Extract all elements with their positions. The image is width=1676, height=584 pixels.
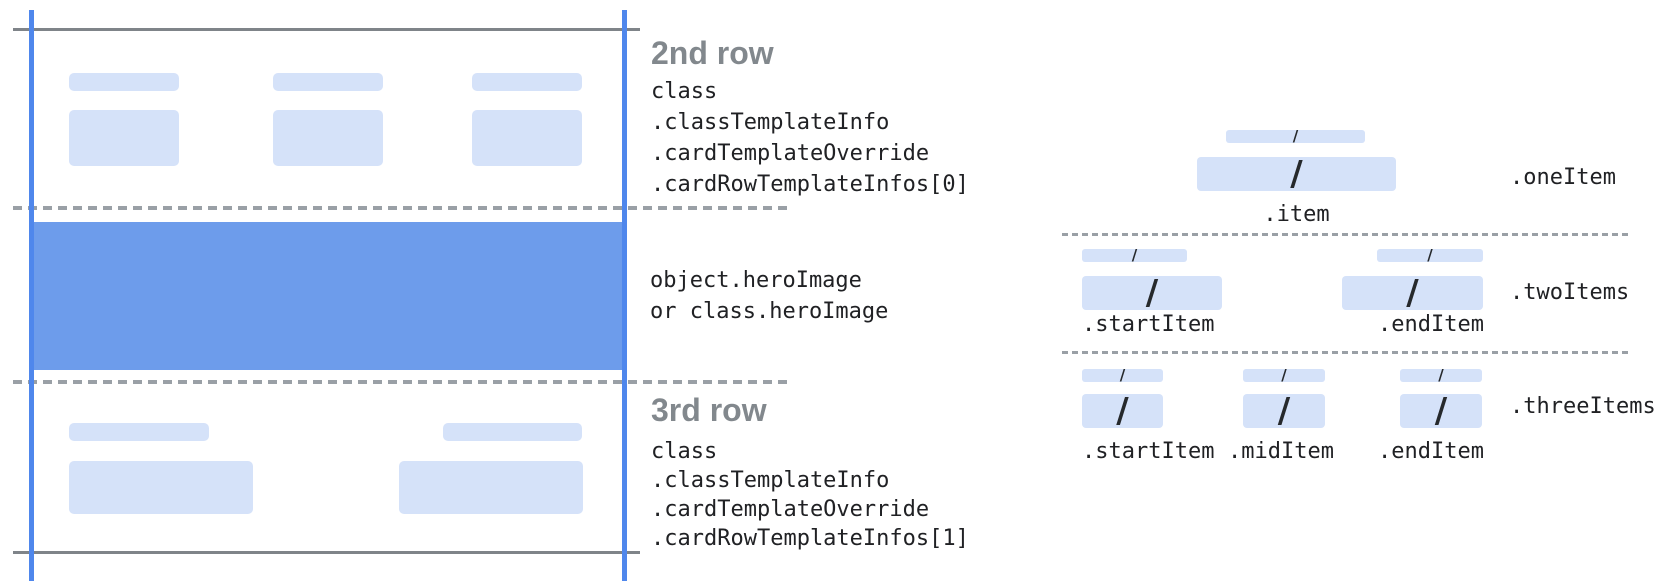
code-line: class (651, 439, 718, 464)
code-line: class (651, 79, 718, 104)
one-item-label-bar: / (1226, 127, 1365, 145)
third-row-end-value-placeholder (399, 461, 583, 514)
right-panel-divider-bottom (1062, 351, 1628, 354)
code-line: .cardTemplateOverride (651, 141, 930, 166)
two-items-end-label-bar: / (1377, 246, 1483, 264)
row-divider-dashed-top (13, 206, 790, 210)
code-line: .classTemplateInfo (651, 110, 890, 135)
slash-placeholder-icon: / (1438, 366, 1444, 384)
three-items-row-label: .threeItems (1510, 394, 1656, 419)
slash-placeholder-icon: / (1281, 366, 1287, 384)
slash-placeholder-icon: / (1116, 391, 1129, 431)
three-items-start-value-bar: / (1082, 394, 1163, 428)
code-line: or class.heroImage (650, 299, 889, 324)
two-items-start-label-bar: / (1082, 246, 1187, 264)
one-item-value-bar: / (1197, 157, 1396, 191)
card-right-edge-guide-line (622, 10, 627, 581)
slash-placeholder-icon: / (1406, 273, 1419, 313)
second-row-col2-value-placeholder (273, 110, 383, 166)
three-items-mid-label: .midItem (1228, 439, 1334, 464)
third-row-start-value-placeholder (69, 461, 253, 514)
third-row-heading: 3rd row (651, 392, 767, 428)
two-items-end-value-bar: / (1342, 276, 1483, 310)
second-row-col3-label-placeholder (472, 73, 582, 91)
three-items-end-label: .endItem (1378, 439, 1484, 464)
second-row-col2-label-placeholder (273, 73, 383, 91)
three-items-mid-value-bar: / (1243, 394, 1325, 428)
code-line: .classTemplateInfo (651, 468, 890, 493)
one-item-item-label: .item (1263, 202, 1330, 227)
card-bottom-border-line (13, 551, 640, 554)
second-row-heading: 2nd row (651, 35, 774, 71)
two-items-start-label: .startItem (1082, 312, 1215, 337)
two-items-row-label: .twoItems (1510, 280, 1630, 305)
second-row-code-path: class .classTemplateInfo .cardTemplateOv… (651, 76, 969, 200)
row-divider-dashed-bottom (13, 380, 790, 384)
code-line: .cardRowTemplateInfos[0] (651, 172, 969, 197)
card-top-border-line (13, 28, 640, 31)
three-items-mid-label-bar: / (1243, 366, 1325, 384)
three-items-end-value-bar: / (1400, 394, 1482, 428)
slash-placeholder-icon: / (1131, 246, 1138, 264)
three-items-start-label-bar: / (1082, 366, 1163, 384)
third-row-start-label-placeholder (69, 423, 209, 441)
two-items-end-label: .endItem (1378, 312, 1484, 337)
slash-placeholder-icon: / (1277, 391, 1291, 431)
slash-placeholder-icon: / (1290, 154, 1303, 194)
slash-placeholder-icon: / (1292, 127, 1299, 145)
hero-image-band (34, 222, 622, 370)
second-row-col1-label-placeholder (69, 73, 179, 91)
three-items-end-label-bar: / (1400, 366, 1482, 384)
card-left-edge-guide-line (29, 10, 34, 581)
code-line: object.heroImage (650, 268, 862, 293)
second-row-col3-value-placeholder (472, 110, 582, 166)
slash-placeholder-icon: / (1119, 366, 1126, 384)
code-line: .cardRowTemplateInfos[1] (651, 526, 969, 551)
second-row-col1-value-placeholder (69, 110, 179, 166)
hero-image-code-path: object.heroImage or class.heroImage (650, 265, 888, 327)
one-item-row-label: .oneItem (1510, 165, 1616, 190)
third-row-code-path: class .classTemplateInfo .cardTemplateOv… (651, 437, 969, 553)
slash-placeholder-icon: / (1145, 273, 1159, 313)
three-items-start-label: .startItem (1082, 439, 1215, 464)
slash-placeholder-icon: / (1434, 391, 1448, 431)
slash-placeholder-icon: / (1427, 246, 1433, 264)
two-items-start-value-bar: / (1082, 276, 1222, 310)
right-panel-divider-top (1062, 233, 1628, 236)
code-line: .cardTemplateOverride (651, 497, 930, 522)
third-row-end-label-placeholder (443, 423, 582, 441)
